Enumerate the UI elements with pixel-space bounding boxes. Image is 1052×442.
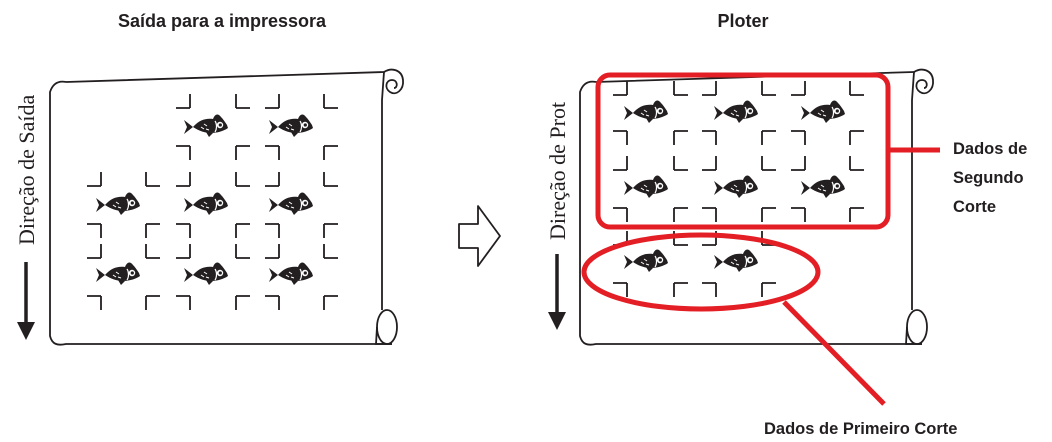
left-down-arrow-icon xyxy=(17,262,35,340)
fish-icon xyxy=(713,99,759,124)
fish-icon xyxy=(183,191,229,216)
right-down-arrow-icon xyxy=(548,254,566,330)
fish-icon xyxy=(268,261,314,286)
left-panel-title: Saída para a impressora xyxy=(118,11,327,31)
second-cut-label-line-3: Corte xyxy=(953,198,996,216)
second-cut-label: Dados de Segundo Corte xyxy=(953,140,1027,216)
fish-icon xyxy=(183,261,229,286)
right-fish-grid xyxy=(623,99,846,273)
fish-icon xyxy=(623,248,669,273)
first-cut-leader-line xyxy=(782,300,886,406)
fish-icon xyxy=(623,174,669,199)
fish-icon xyxy=(95,261,141,286)
second-cut-label-line-2: Segundo xyxy=(953,169,1024,187)
fish-icon xyxy=(713,174,759,199)
fish-icon xyxy=(800,174,846,199)
fish-icon xyxy=(268,113,314,138)
fish-icon xyxy=(268,191,314,216)
right-panel-title: Ploter xyxy=(717,11,768,31)
fish-icon xyxy=(800,99,846,124)
second-cut-label-line-1: Dados de xyxy=(953,140,1027,158)
fish-icon xyxy=(183,113,229,138)
left-direction-label: Direção de Saída xyxy=(14,95,39,245)
left-paper-roll xyxy=(49,68,404,346)
fish-icon xyxy=(95,191,141,216)
fish-icon xyxy=(713,248,759,273)
first-cut-highlight-ellipse xyxy=(581,232,821,312)
second-cut-highlight-box xyxy=(595,72,891,230)
hollow-right-arrow-icon xyxy=(458,205,501,267)
first-cut-label: Dados de Primeiro Corte xyxy=(764,420,957,438)
left-fish-grid xyxy=(95,113,314,286)
right-direction-label: Direção de Prot xyxy=(545,102,570,240)
fish-icon xyxy=(623,99,669,124)
